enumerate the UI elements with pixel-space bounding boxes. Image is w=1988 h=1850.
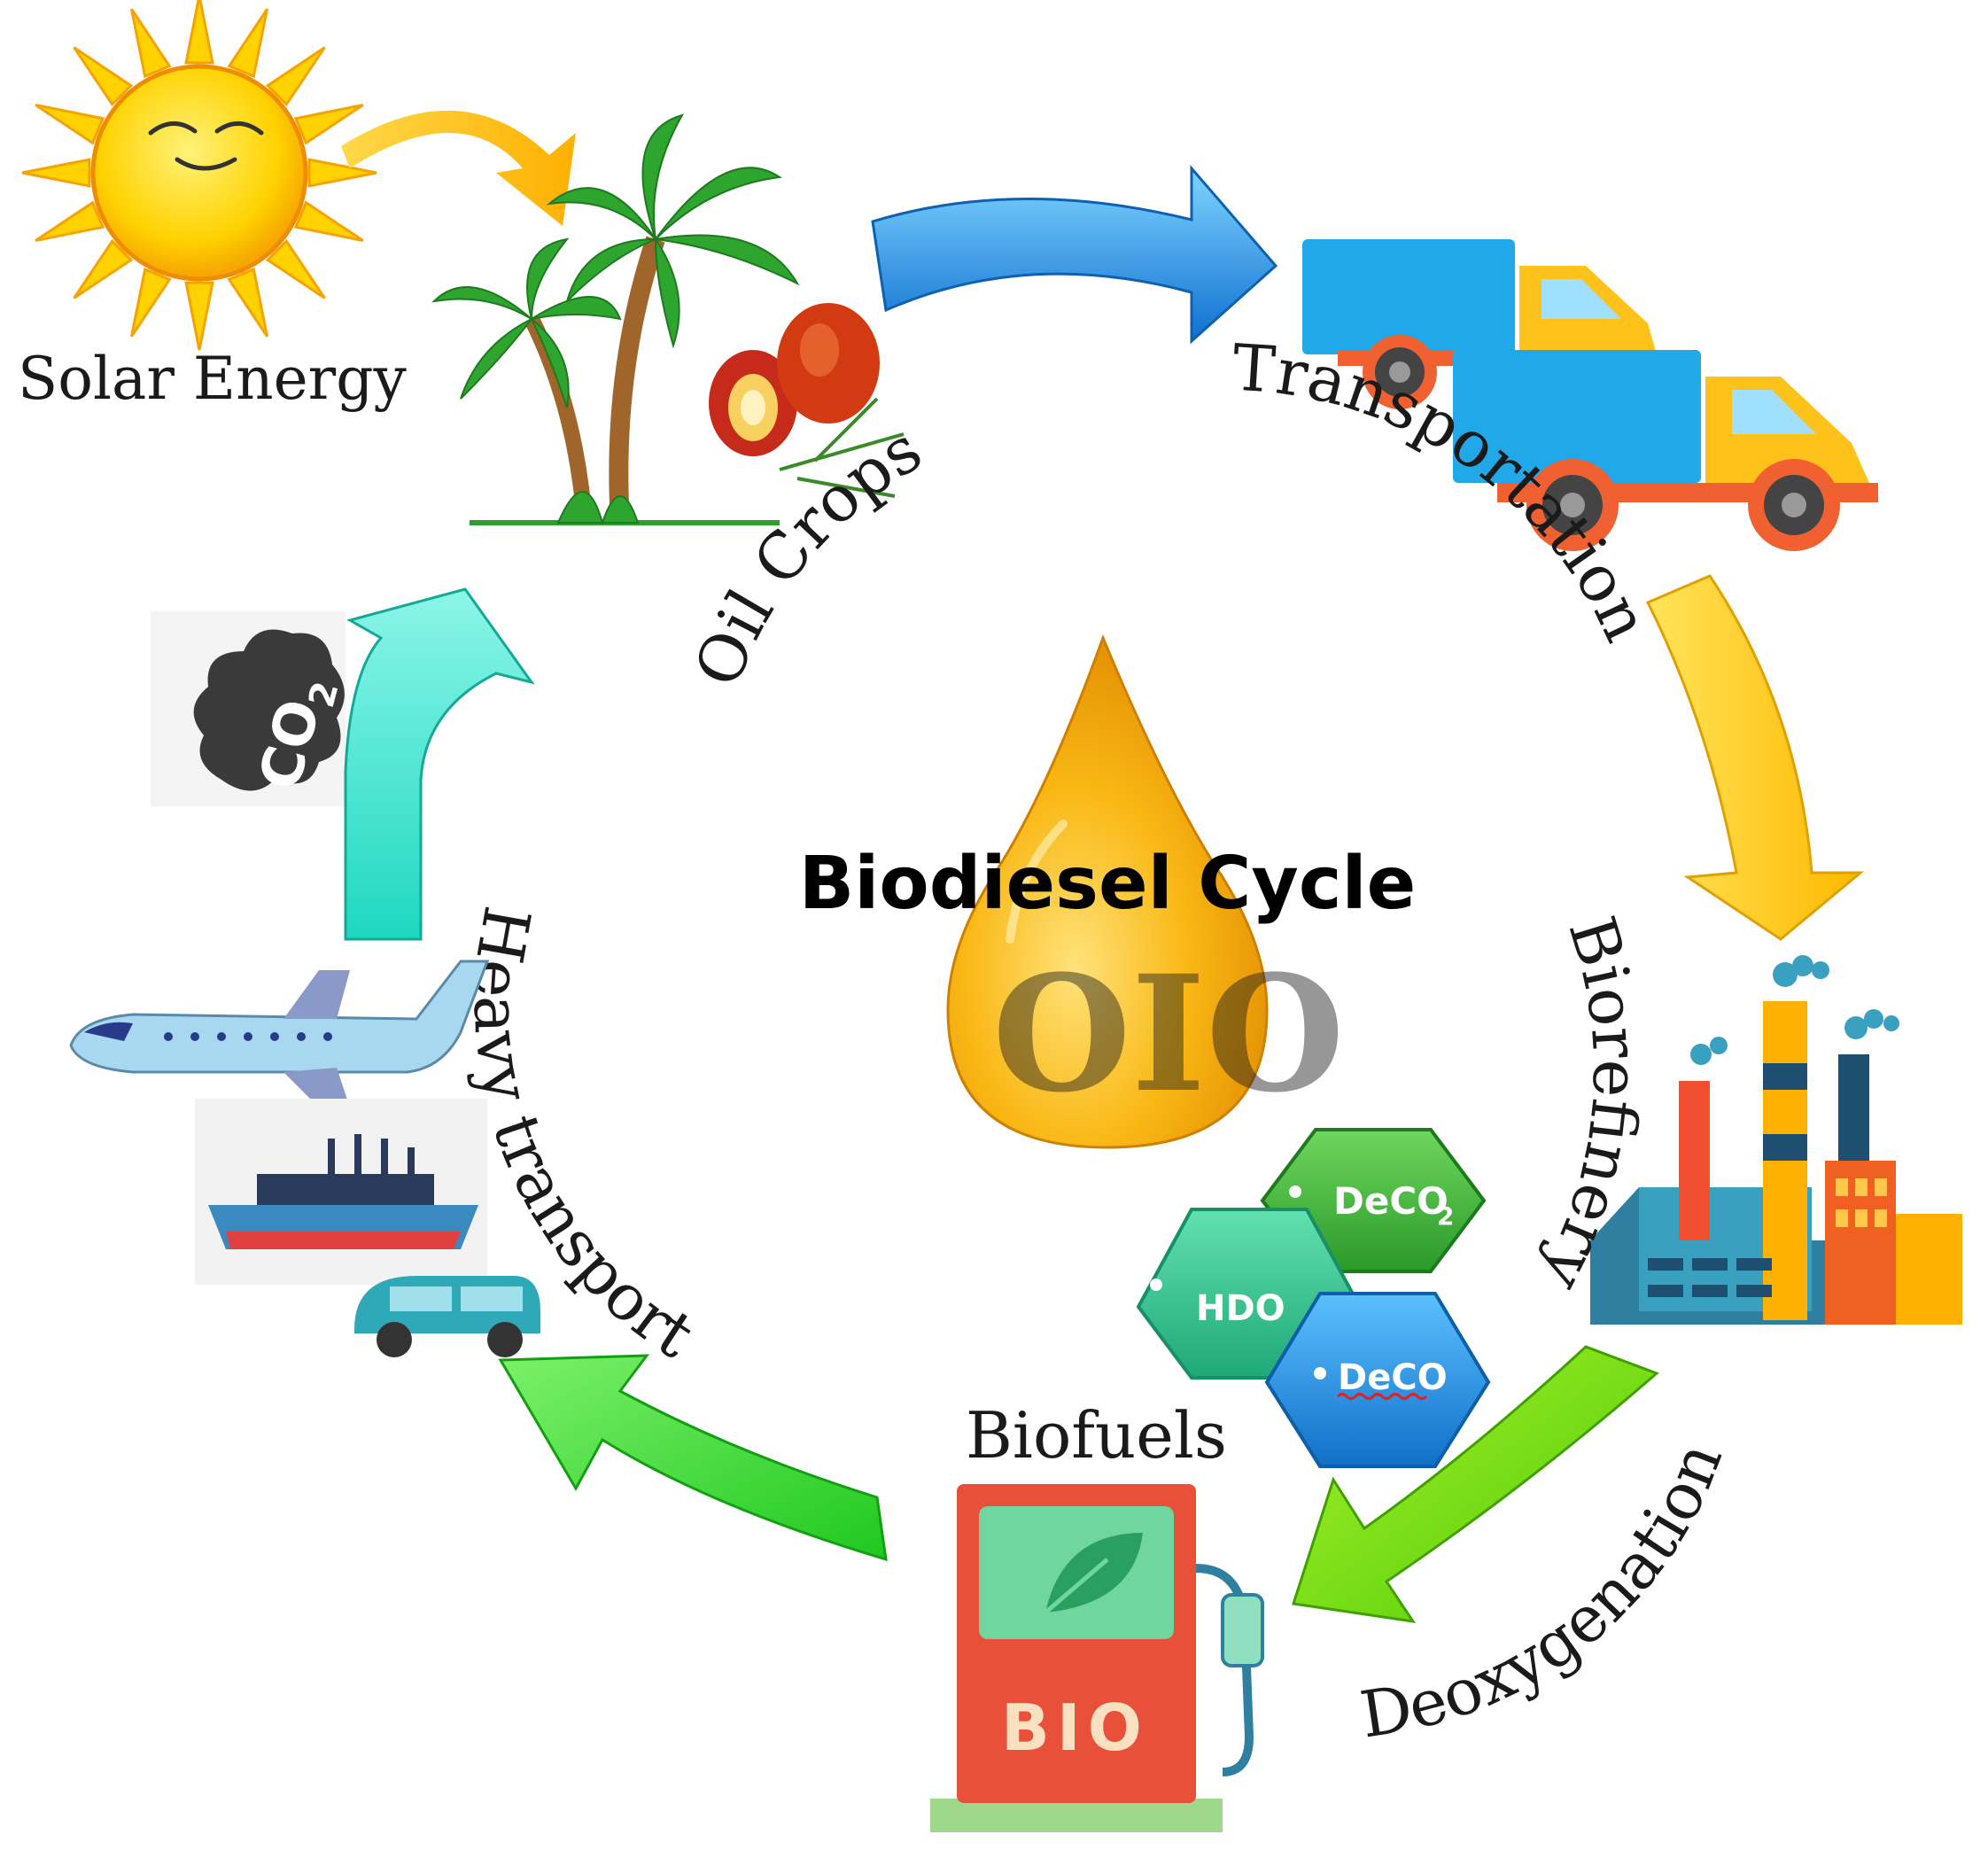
sun-ray [307,158,377,188]
transport-to-refinery-arrow [1645,574,1865,941]
hexagon-deco: DeCO [1264,1292,1491,1468]
sun-ray [73,46,134,107]
van-icon [354,1276,540,1357]
biofuels-to-heavy-transport-arrow [498,1354,888,1562]
oil-drop-icon: OIO [946,634,1345,1149]
palm-fruit-icon [709,303,905,498]
crops-to-transport-arrow [871,164,1278,345]
sun-icon [21,0,377,351]
sun-ray [35,200,105,243]
hexagon-deco2-label: DeCO [1333,1179,1448,1223]
sun-ray [265,238,326,299]
hexagon-deco2-subscript: 2 [1437,1201,1454,1231]
sun-ray [265,46,326,107]
sun-to-crops-arrow [341,110,576,226]
sun-ray [184,0,214,65]
biofuels-label: Biofuels [966,1398,1227,1473]
biorefinery-factory-icon [1590,955,1962,1325]
sun-ray [129,8,172,79]
pump-bio-label: BIO [1001,1691,1149,1765]
solar-energy-label: Solar Energy [18,345,407,413]
deoxygenation-label: Deoxygenation [1355,1432,1736,1752]
sun-ray [293,103,364,145]
sun-ray [184,281,214,351]
palm-trees-icon [431,113,800,526]
hexagon-deco-label: DeCO [1338,1357,1448,1398]
airplane-icon [69,960,490,1108]
sun-ray [293,200,364,243]
refinery-to-biofuels-arrow [1292,1345,1659,1623]
sun-ray [35,103,105,145]
oil-crops-label: Oil Crops [679,411,934,696]
sun-ray [227,267,269,338]
co2-cloud-icon: CO2 [151,611,347,806]
sun-ray [227,8,269,79]
ship-icon [195,1099,487,1285]
co2-to-crops-arrow [344,587,535,941]
trucks-icon [1302,239,1878,551]
diagram-title: Biodiesel Cycle [799,842,1416,926]
hexagon-hdo-label: HDO [1196,1288,1285,1329]
sun-ray [129,267,172,338]
sun-ray [21,158,91,188]
bio-fuel-pump-icon: BIO [930,1484,1264,1832]
drop-oio-text: OIO [992,941,1345,1128]
sun-ray [73,238,134,299]
